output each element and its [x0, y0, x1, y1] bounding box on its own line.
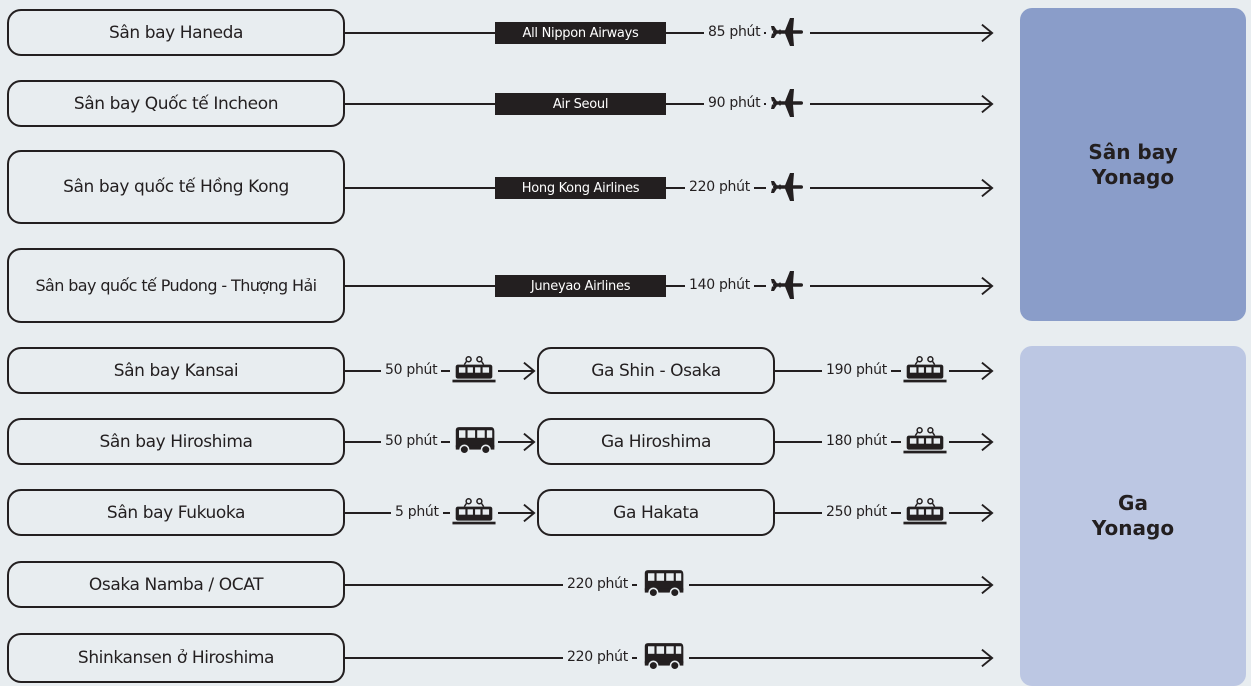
transfer-station-label: Ga Hiroshima: [600, 431, 712, 452]
leg-duration: 50 phút: [381, 431, 442, 451]
leg-duration: 50 phút: [381, 360, 442, 380]
destination-yonago-station: Ga Yonago: [1020, 346, 1246, 686]
bus-icon: [450, 426, 498, 456]
origin-box: Sân bay Kansai: [7, 347, 345, 394]
plane-icon: [766, 271, 810, 299]
bus-duration: 220 phút: [563, 574, 632, 594]
origin-box: Sân bay quốc tế Pudong - Thượng Hải: [7, 248, 345, 323]
origin-label: Sân bay Hiroshima: [99, 431, 253, 452]
destination-station-line2: Yonago: [1091, 516, 1175, 540]
origin-box: Sân bay Fukuoka: [7, 489, 345, 536]
arrow-right-icon: [981, 94, 994, 114]
destination-station-line1: Ga: [1118, 491, 1148, 515]
plane-icon: [766, 173, 810, 201]
transfer-station-box: Ga Shin - Osaka: [537, 347, 775, 394]
arrow-right-icon: [981, 432, 994, 452]
origin-box: Shinkansen ở Hiroshima: [7, 633, 345, 683]
flight-duration: 85 phút: [704, 22, 765, 42]
train-icon: [901, 498, 949, 526]
bus-icon: [637, 642, 689, 672]
flight-duration: 140 phút: [685, 275, 754, 295]
arrow-right-icon: [981, 276, 994, 296]
origin-box: Sân bay Haneda: [7, 9, 345, 56]
origin-label: Sân bay Fukuoka: [106, 502, 246, 523]
train-icon: [901, 427, 949, 455]
arrow-right-icon: [981, 503, 994, 523]
leg-duration: 5 phút: [391, 502, 443, 522]
arrow-right-icon: [523, 503, 536, 523]
origin-label: Sân bay Haneda: [108, 22, 244, 43]
origin-label: Shinkansen ở Hiroshima: [77, 648, 275, 668]
transfer-station-label: Ga Hakata: [613, 502, 699, 523]
origin-label: Sân bay Kansai: [113, 360, 239, 381]
leg-duration: 250 phút: [822, 502, 891, 522]
origin-box: Osaka Namba / OCAT: [7, 561, 345, 608]
origin-box: Sân bay Hiroshima: [7, 418, 345, 465]
airline-label: All Nippon Airways: [495, 22, 666, 44]
train-icon: [450, 356, 498, 384]
arrow-right-icon: [523, 361, 536, 381]
leg-duration: 190 phút: [822, 360, 891, 380]
plane-icon: [766, 18, 810, 46]
transfer-station-label: Ga Shin - Osaka: [591, 360, 721, 381]
arrow-right-icon: [981, 648, 994, 668]
arrow-right-icon: [981, 361, 994, 381]
train-icon: [450, 498, 498, 526]
airline-label: Air Seoul: [495, 93, 666, 115]
train-icon: [901, 356, 949, 384]
origin-label: Osaka Namba / OCAT: [88, 574, 264, 595]
origin-box: Sân bay quốc tế Hồng Kong: [7, 150, 345, 224]
origin-box: Sân bay Quốc tế Incheon: [7, 80, 345, 127]
flight-duration: 90 phút: [704, 93, 765, 113]
route-line: [345, 103, 991, 105]
origin-label: Sân bay Quốc tế Incheon: [73, 93, 279, 114]
transfer-station-box: Ga Hakata: [537, 489, 775, 536]
airline-label: Juneyao Airlines: [495, 275, 666, 297]
bus-icon: [637, 569, 689, 599]
origin-label: Sân bay quốc tế Pudong - Thượng Hải: [35, 276, 317, 295]
airline-label: Hong Kong Airlines: [495, 177, 666, 199]
route-line: [345, 32, 991, 34]
arrow-right-icon: [523, 432, 536, 452]
destination-yonago-airport: Sân bay Yonago: [1020, 8, 1246, 321]
arrow-right-icon: [981, 178, 994, 198]
destination-airport-line1: Sân bay: [1088, 139, 1178, 164]
leg-duration: 180 phút: [822, 431, 891, 451]
destination-airport-line2: Yonago: [1091, 164, 1175, 189]
flight-duration: 220 phút: [685, 177, 754, 197]
arrow-right-icon: [981, 575, 994, 595]
route-line: [345, 187, 991, 189]
origin-label: Sân bay quốc tế Hồng Kong: [63, 177, 289, 197]
route-line: [345, 285, 991, 287]
bus-duration: 220 phút: [563, 647, 632, 667]
arrow-right-icon: [981, 23, 994, 43]
transfer-station-box: Ga Hiroshima: [537, 418, 775, 465]
plane-icon: [766, 89, 810, 117]
